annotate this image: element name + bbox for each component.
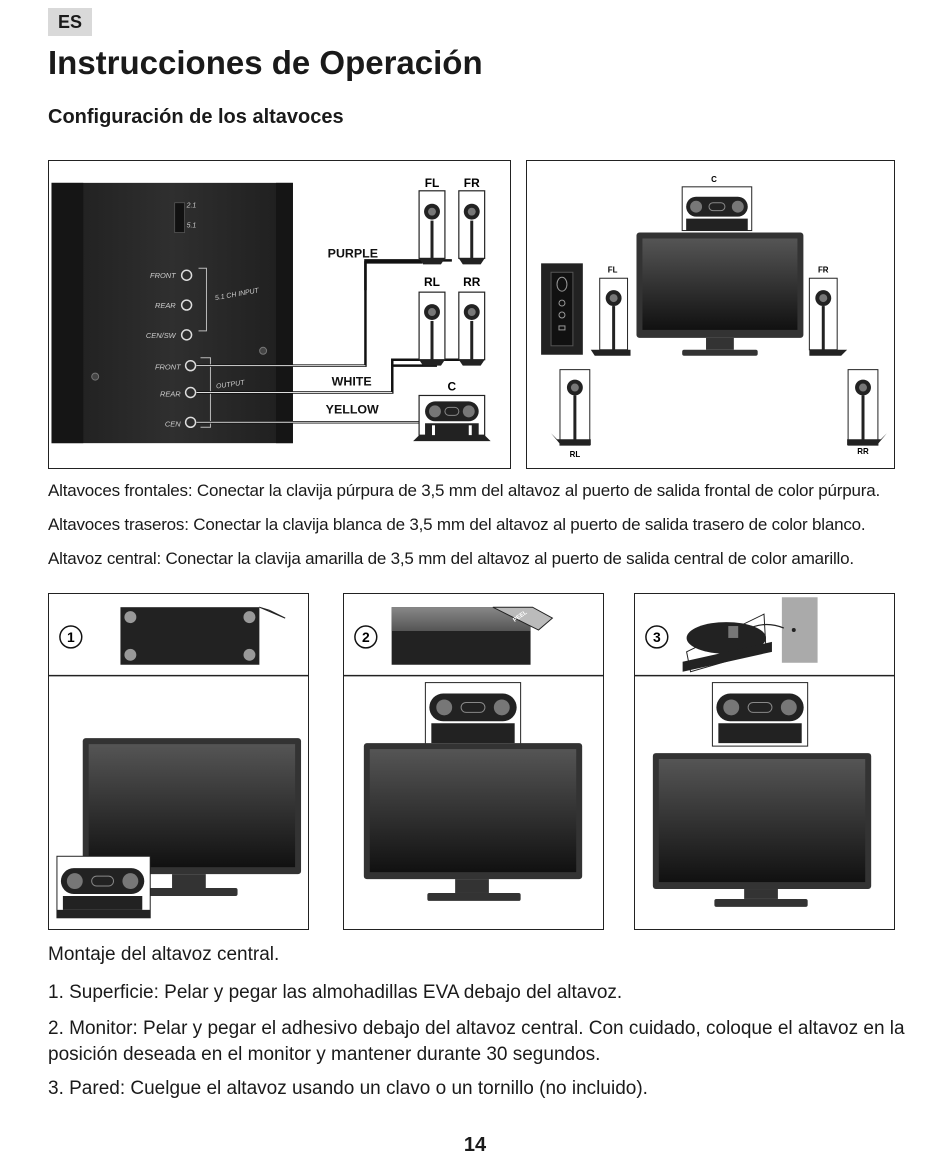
step2-monitor <box>363 743 583 901</box>
switch-label-51: 5.1 <box>187 223 197 230</box>
subwoofer-rear-panel <box>51 182 293 444</box>
connection-line-front: Altavoces frontales: Conectar la clavija… <box>48 481 880 500</box>
step3-speaker-wall <box>711 682 809 747</box>
speaker-fr <box>458 190 486 265</box>
output-group-label: OUTPUT <box>216 379 246 390</box>
layout-speaker-fr <box>808 277 848 356</box>
step-number-circle <box>354 625 378 649</box>
output-label-rear: REAR <box>160 389 181 398</box>
speaker-layout-diagram: C FL FR <box>526 160 895 469</box>
step-1-panel: 1 <box>48 593 309 930</box>
mode-switch <box>174 202 186 233</box>
language-badge: ES <box>48 8 92 36</box>
switch-label-21: 2.1 <box>186 203 197 210</box>
speaker-bottom-adhesive: PEEL <box>391 606 554 665</box>
layout-monitor <box>636 232 804 356</box>
page-number: 14 <box>463 1134 487 1156</box>
speaker-label-fr: FR <box>464 176 480 190</box>
input-label-censw: CEN/SW <box>146 331 177 340</box>
speaker-bottom-eva-pads <box>120 606 286 665</box>
step2-speaker-monitor-top <box>424 682 522 749</box>
layout-label-rr: RR <box>857 447 869 456</box>
layout-label-fl: FL <box>608 265 618 274</box>
layout-label-fr: FR <box>818 265 829 274</box>
speaker-wall-mount <box>682 597 818 673</box>
step-2-panel: 2 PEEL <box>343 593 604 930</box>
output-label-cen: CEN <box>165 419 181 428</box>
step-number-circle <box>59 625 83 649</box>
instruction-2: 2. Monitor: Pelar y pegar el adhesivo de… <box>48 1018 905 1065</box>
wire-label-purple: PURPLE <box>328 246 378 260</box>
speaker-fl <box>418 190 446 265</box>
speaker-label-rl: RL <box>424 275 440 289</box>
step-number: 1 <box>67 629 75 645</box>
speaker-center <box>413 394 491 442</box>
mount-heading: Montaje del altavoz central. <box>48 944 280 965</box>
speaker-rl <box>418 291 446 366</box>
output-port-rear <box>184 386 197 399</box>
wire-label-yellow: YELLOW <box>326 402 379 416</box>
step1-monitor <box>82 738 302 896</box>
layout-label-rl: RL <box>570 450 581 459</box>
speaker-label-fl: FL <box>425 176 440 190</box>
wall-icon <box>781 597 818 663</box>
output-port-cen <box>184 416 197 429</box>
step3-monitor <box>652 753 872 907</box>
step1-speaker-surface <box>56 855 151 919</box>
layout-speaker-rl <box>551 369 591 446</box>
instruction-3: 3. Pared: Cuelgue el altavoz usando un c… <box>48 1078 648 1099</box>
speaker-rr <box>458 291 486 366</box>
instruction-1: 1. Superficie: Pelar y pegar las almohad… <box>48 982 623 1003</box>
input-port-rear <box>180 299 193 311</box>
input-label-rear: REAR <box>155 301 176 310</box>
speaker-label-rr: RR <box>463 275 481 289</box>
layout-speaker-fl <box>590 277 631 356</box>
output-label-front: FRONT <box>155 363 181 372</box>
step-number: 2 <box>362 629 370 645</box>
step-3-panel: 3 <box>634 593 895 930</box>
connection-line-center: Altavoz central: Conectar la clavija ama… <box>48 549 854 568</box>
wiring-diagram: 2.1 5.1 FRONT REAR CEN/SW 5.1 CH INPUT F… <box>48 160 511 469</box>
input-port-censw <box>180 329 193 341</box>
layout-speaker-rr <box>847 369 887 446</box>
input-port-front <box>180 269 193 281</box>
screw-icon <box>791 628 796 632</box>
layout-speaker-center <box>681 186 753 232</box>
layout-subwoofer <box>541 263 583 355</box>
output-port-front <box>184 359 197 372</box>
layout-label-c: C <box>711 175 717 184</box>
wire-label-white: WHITE <box>332 375 372 389</box>
screw-icon <box>91 372 100 381</box>
step-number-circle <box>645 625 669 649</box>
page-title: Instrucciones de Operación <box>48 44 483 81</box>
step-number: 3 <box>653 629 661 645</box>
speaker-label-c: C <box>448 380 457 394</box>
connection-line-rear: Altavoces traseros: Conectar la clavija … <box>48 515 866 534</box>
input-label-front: FRONT <box>150 271 176 280</box>
section-subtitle: Configuración de los altavoces <box>48 106 344 128</box>
screw-icon <box>259 346 268 355</box>
